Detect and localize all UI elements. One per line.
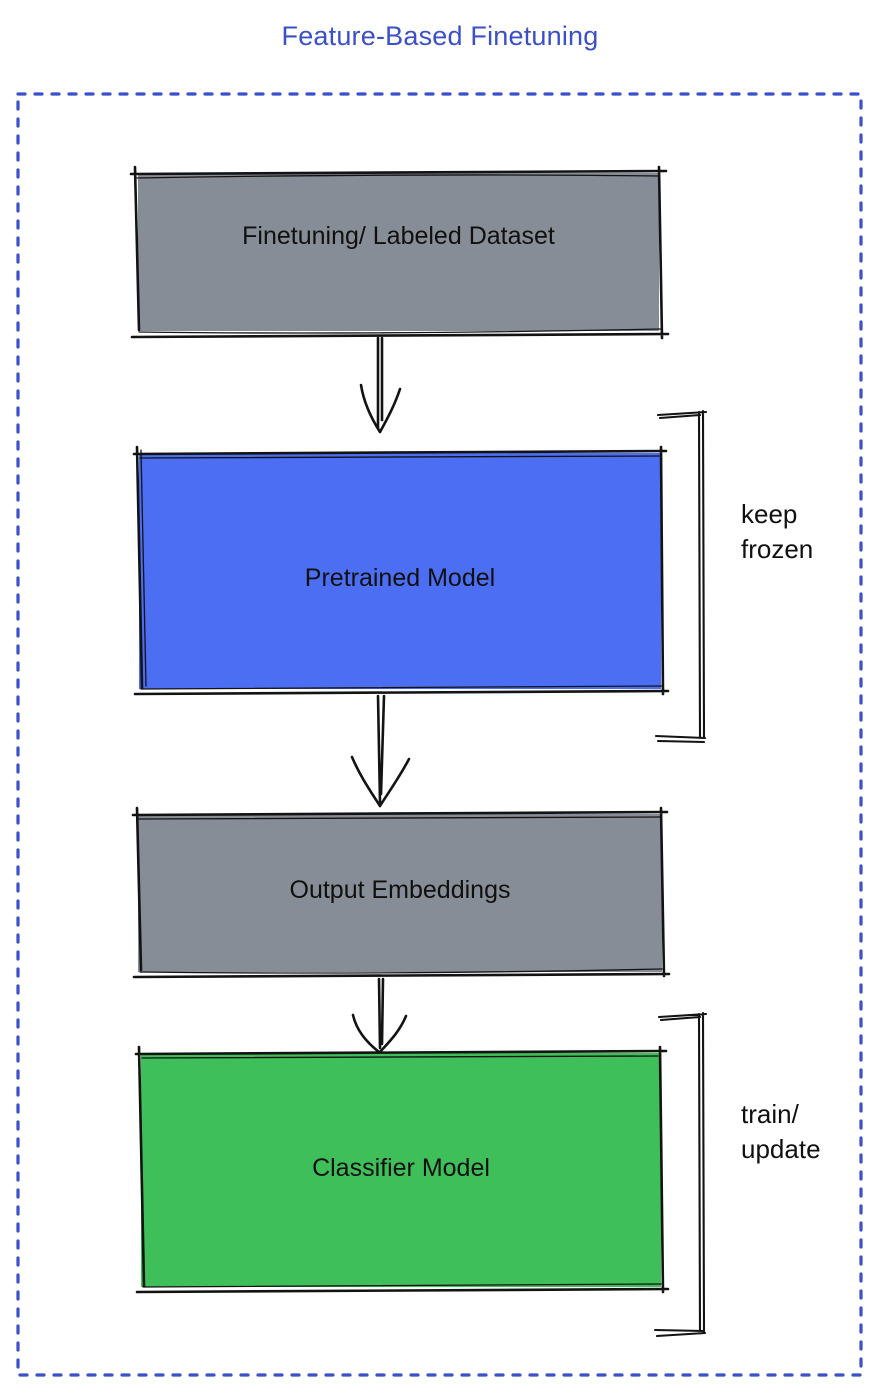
node-embeddings-border <box>131 806 671 979</box>
node-dataset <box>129 165 670 340</box>
node-embeddings-label: Output Embeddings <box>289 876 511 904</box>
annotation-keep-frozen: keep frozen <box>741 499 814 564</box>
node-classifier-border <box>134 1045 670 1294</box>
node-dataset-label: Finetuning/ Labeled Dataset <box>242 222 555 250</box>
node-classifier <box>134 1045 670 1294</box>
diagram-title: Feature-Based Finetuning <box>281 21 599 51</box>
bracket-keep-frozen <box>654 409 708 744</box>
arrow-embeddings-to-classifier <box>351 977 408 1054</box>
dashed-frame <box>16 92 863 1377</box>
node-dataset-border <box>129 165 670 340</box>
node-pretrained-border <box>132 445 670 696</box>
node-embeddings <box>131 806 671 979</box>
node-pretrained <box>132 445 670 696</box>
arrow-pretrained-to-embeddings <box>350 694 411 808</box>
bracket-train-update <box>653 1011 708 1338</box>
node-pretrained-label: Pretrained Model <box>304 564 496 592</box>
annotation-train-update: train/ update <box>741 1099 821 1164</box>
node-classifier-label: Classifier Model <box>312 1154 490 1182</box>
arrow-dataset-to-pretrained <box>359 336 402 434</box>
